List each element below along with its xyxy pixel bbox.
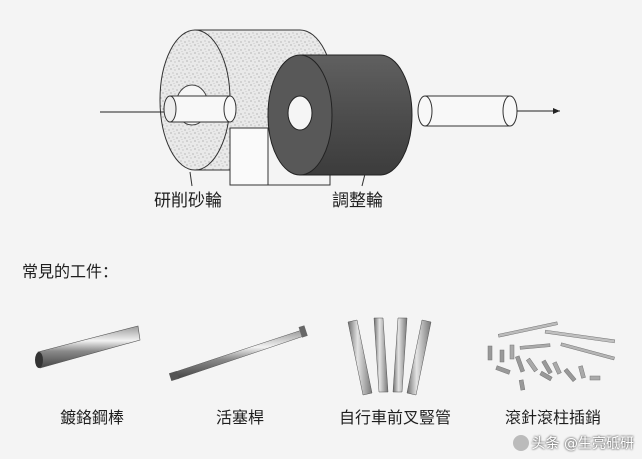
input-workpiece <box>100 95 237 123</box>
watermark-text: 头条 @生亮砥研 <box>531 436 634 452</box>
watermark-logo-icon <box>512 435 529 451</box>
watermark: 头条 @生亮砥研 <box>512 433 634 453</box>
workpiece-caption-piston-rod: 活塞桿 <box>215 408 264 427</box>
workpiece-caption-needle-pins: 滾針滾柱插銷 <box>504 408 601 427</box>
grinding-wheel-leader <box>189 171 193 187</box>
piston-rod-illustration <box>168 325 308 382</box>
regulating-wheel <box>267 54 413 176</box>
fork-steerer-tubes-illustration <box>347 317 432 396</box>
regulating-wheel-label: 調整輪 <box>332 191 383 211</box>
section-title: 常見的工件： <box>22 262 119 281</box>
chrome-steel-bar-illustration <box>35 325 141 369</box>
regulating-wheel-leader <box>361 173 366 187</box>
output-workpiece <box>417 95 560 127</box>
workpiece-caption-chrome-bar: 鍍鉻鋼棒 <box>59 408 124 427</box>
grinding-wheel-label: 研削砂輪 <box>154 191 222 211</box>
needle-roller-pins-illustration <box>487 321 616 391</box>
workpiece-caption-fork-tube: 自行車前叉豎管 <box>338 408 451 427</box>
